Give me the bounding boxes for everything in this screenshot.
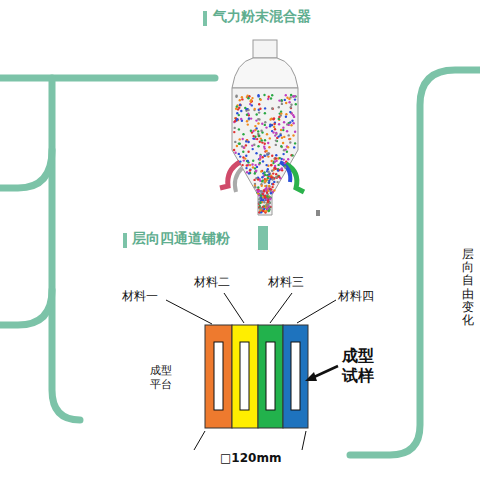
flow-bar [258,226,268,250]
section-heading: 层向四通道铺粉 [132,230,230,247]
material-label: 材料二 [194,275,230,289]
heading-bar [203,11,207,26]
material-label: 材料一 [122,289,158,303]
dimension-label: □120mm [220,451,281,465]
heading-bar [123,233,127,248]
mixer-drawing [220,40,320,216]
frame-lines [0,70,480,455]
vertical-note: 层向自由变化 [462,248,474,327]
sample-arrow [305,366,338,381]
material-label: 材料四 [338,289,374,303]
channel-columns [205,325,308,428]
sample-label: 成型试样 [342,346,374,386]
section-heading: 气力粉末混合器 [213,8,311,25]
material-label: 材料三 [268,275,304,289]
platform-label: 成型平台 [150,364,172,392]
leader-lines [166,293,336,450]
